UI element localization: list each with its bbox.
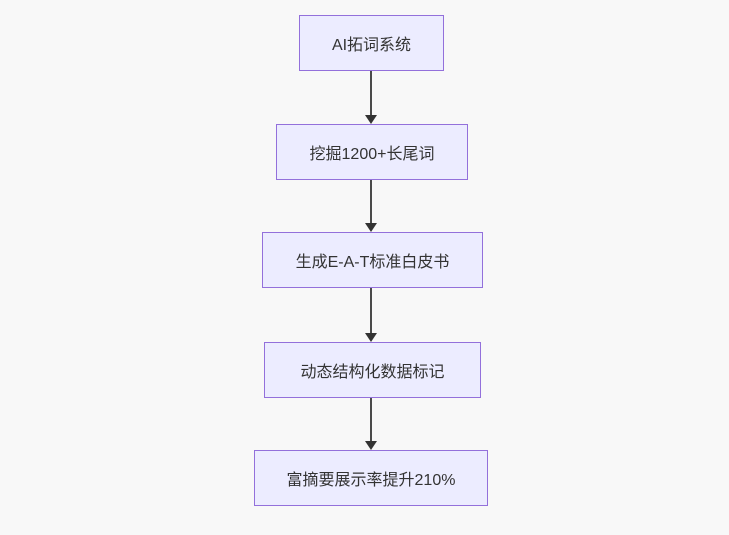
arrow-down-icon [365, 115, 377, 124]
flow-edge-line-1 [370, 71, 372, 116]
arrow-down-icon [365, 223, 377, 232]
flow-edge-line-2 [370, 180, 372, 224]
flow-node-ai-keyword-system: AI拓词系统 [299, 15, 444, 71]
flow-node-label: 动态结构化数据标记 [300, 364, 445, 381]
arrow-down-icon [365, 441, 377, 450]
flow-node-label: 挖掘1200+长尾词 [309, 146, 435, 163]
flow-node-structured-data-markup: 动态结构化数据标记 [264, 342, 481, 398]
flow-node-label: AI拓词系统 [331, 37, 412, 54]
flow-edge-line-3 [370, 288, 372, 334]
flow-edge-line-4 [370, 398, 372, 442]
flow-node-rich-snippet-result: 富摘要展示率提升210% [254, 450, 488, 506]
flow-node-label: 富摘要展示率提升210% [286, 472, 456, 489]
flow-node-label: 生成E-A-T标准白皮书 [295, 254, 450, 271]
arrow-down-icon [365, 333, 377, 342]
flow-node-eat-whitepaper: 生成E-A-T标准白皮书 [262, 232, 483, 288]
flow-node-longtail-mining: 挖掘1200+长尾词 [276, 124, 468, 180]
